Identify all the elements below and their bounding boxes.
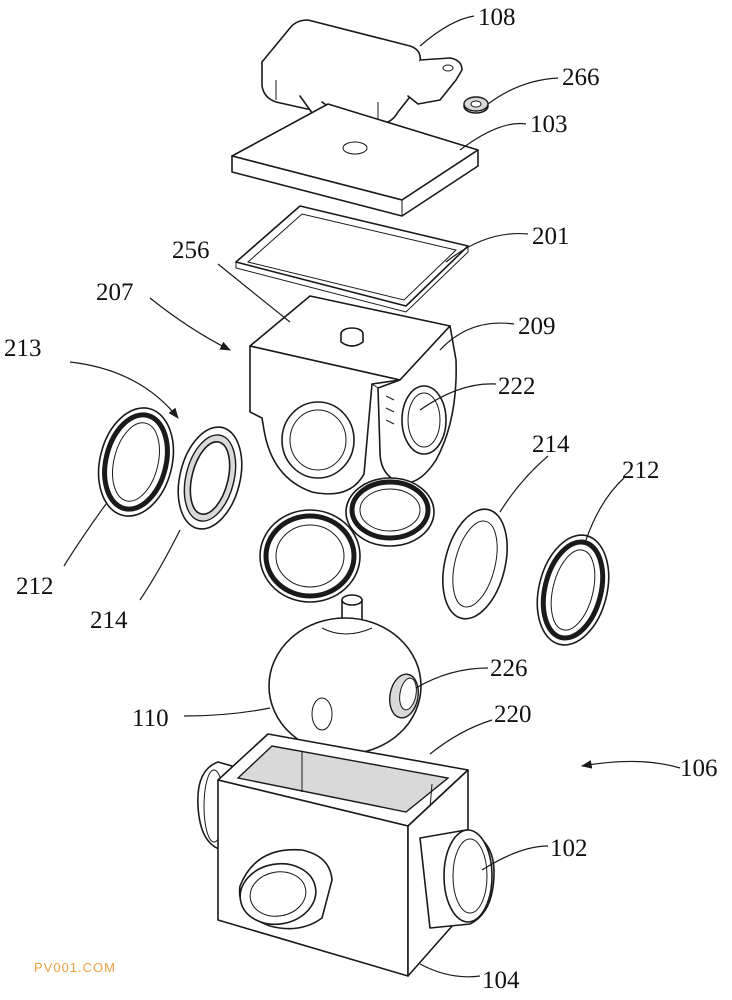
label-213: 213 <box>4 335 42 362</box>
inner-seats-222 <box>345 477 435 547</box>
watermark: PV001.COM <box>34 960 116 975</box>
label-222: 222 <box>498 373 536 400</box>
ball-110 <box>268 594 422 755</box>
seat-214-left <box>177 426 243 530</box>
label-209: 209 <box>518 313 556 340</box>
leader-lines <box>63 15 681 978</box>
seat-214-right <box>442 508 508 620</box>
label-220: 220 <box>494 701 532 728</box>
valve-housing-207 <box>249 295 457 495</box>
label-110: 110 <box>132 705 169 732</box>
mounting-plate-103 <box>231 103 479 217</box>
label-201: 201 <box>532 223 570 250</box>
valve-body-104 <box>197 733 495 977</box>
nut-266 <box>463 96 489 114</box>
label-212-left: 212 <box>16 573 54 600</box>
label-256: 256 <box>172 237 210 264</box>
label-214-left: 214 <box>90 607 128 634</box>
label-266: 266 <box>562 64 600 91</box>
label-102: 102 <box>550 835 588 862</box>
label-212-right: 212 <box>622 457 660 484</box>
label-108: 108 <box>478 4 516 31</box>
gasket-201 <box>235 205 469 313</box>
label-106: 106 <box>680 755 718 782</box>
seal-212-right <box>536 534 610 646</box>
label-226: 226 <box>490 655 528 682</box>
seal-212-left <box>97 407 175 517</box>
center-seat-ring <box>259 509 361 603</box>
label-214-right: 214 <box>532 431 570 458</box>
label-103: 103 <box>530 111 568 138</box>
label-104: 104 <box>482 967 520 994</box>
reference-numerals: 108 266 103 201 256 207 209 213 222 212 … <box>4 4 718 994</box>
label-207: 207 <box>96 279 134 306</box>
